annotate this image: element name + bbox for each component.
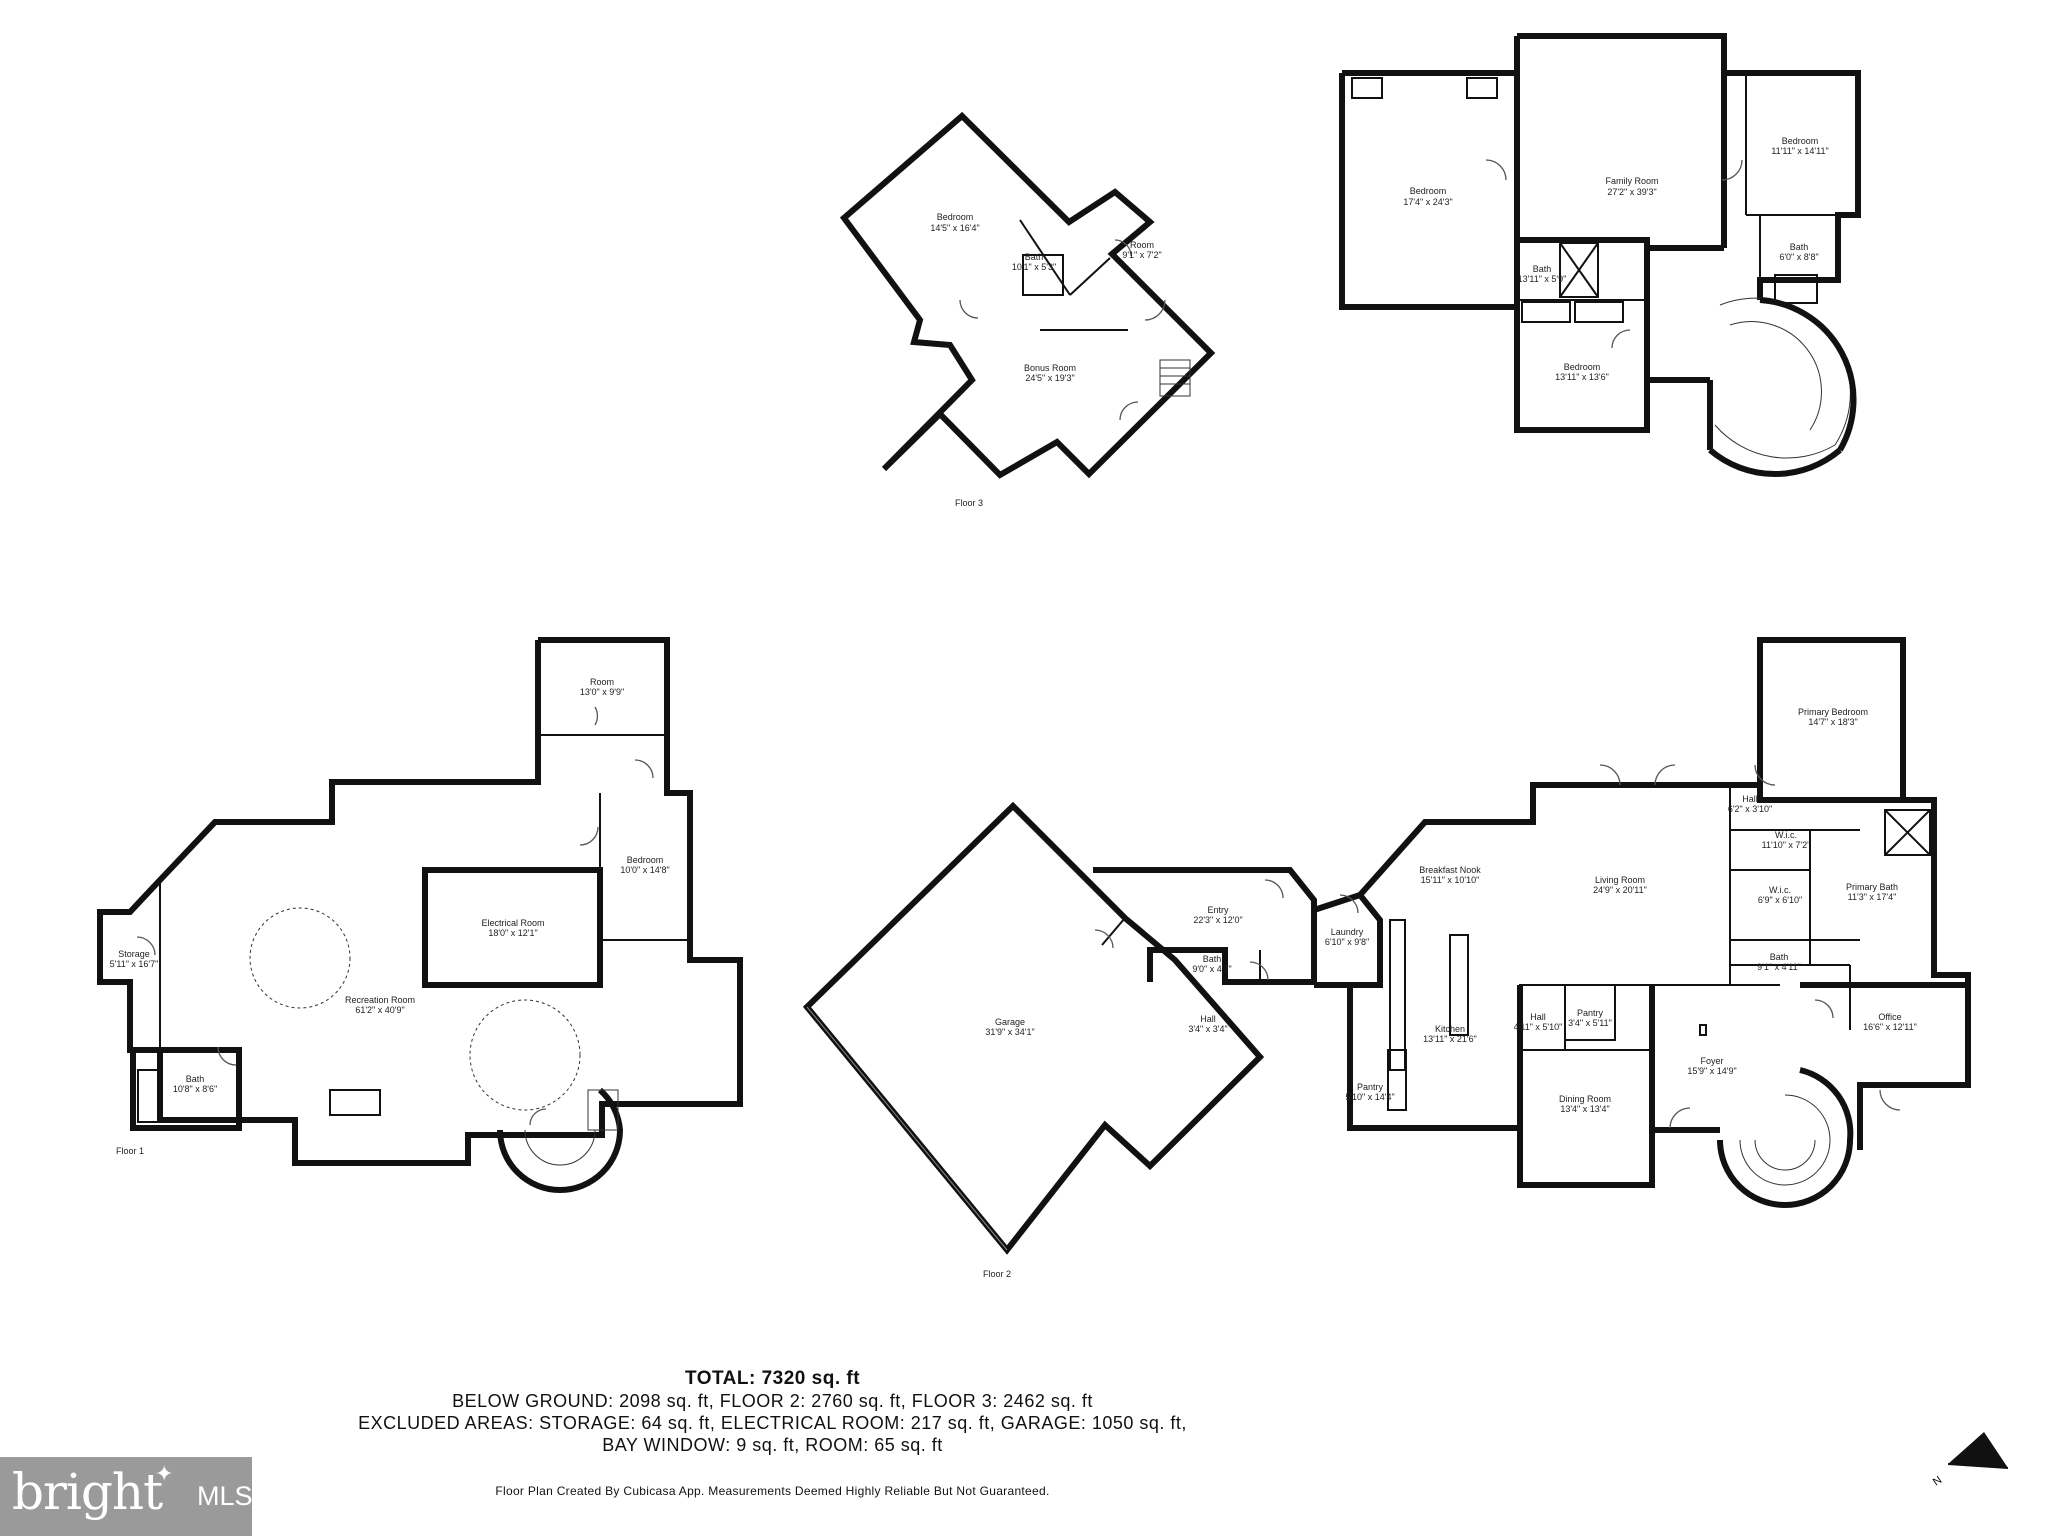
room-dim: 9'0" x 4'1": [1192, 964, 1231, 974]
room-dim: 11'11" x 14'11": [1771, 146, 1828, 156]
room-dim: 15'9" x 14'9": [1687, 1066, 1736, 1076]
room-name: Living Room: [1595, 875, 1645, 885]
room-dim: 4'11" x 5'10": [1514, 1022, 1563, 1032]
room-name: Bedroom: [1564, 362, 1601, 372]
room-name: Pantry: [1577, 1008, 1604, 1018]
room-dim: 15'11" x 10'10": [1421, 875, 1480, 885]
floor2: Garage 31'9" x 34'1" Entry 22'3" x 12'0"…: [802, 637, 1971, 1279]
bright-mls-logo: bright ✦ MLS: [0, 1457, 253, 1536]
room-dim: 13'0" x 9'9": [580, 687, 624, 697]
room-dim: 10'0" x 14'8": [620, 865, 669, 875]
room-name: Bath: [1770, 952, 1789, 962]
area-line: EXCLUDED AREAS: STORAGE: 64 sq. ft, ELEC…: [358, 1413, 1187, 1433]
room-name: Hall: [1742, 794, 1758, 804]
room-dim: 16'6" x 12'11": [1863, 1022, 1917, 1032]
credit-text: Floor Plan Created By Cubicasa App. Meas…: [495, 1484, 1050, 1498]
room-dim: 22'3" x 12'0": [1193, 915, 1242, 925]
room-name: Recreation Room: [345, 995, 415, 1005]
room-dim: 3'4" x 5'11": [1568, 1018, 1612, 1028]
floor3-left-wing: Bedroom 14'5" x 16'4" Bath 10'1" x 5'3" …: [839, 111, 1216, 508]
room-name: Pantry: [1357, 1082, 1384, 1092]
compass-letter: N: [1931, 1474, 1944, 1488]
total-area: TOTAL: 7320 sq. ft: [684, 1368, 861, 1389]
room-name: Breakfast Nook: [1419, 865, 1481, 875]
room-name: Office: [1878, 1012, 1901, 1022]
room-dim: 6'9" x 6'10": [1758, 895, 1802, 905]
floor3-right-wing: Bedroom 17'4" x 24'3" Family Room 27'2" …: [1339, 33, 1861, 477]
room-name: Laundry: [1331, 927, 1364, 937]
room-dim: 10'8" x 8'6": [173, 1084, 217, 1094]
logo-brand: bright: [12, 1463, 163, 1521]
room-name: W.i.c.: [1775, 830, 1797, 840]
room-dim: 31'9" x 34'1": [985, 1027, 1034, 1037]
room-dim: 27'2" x 39'3": [1607, 187, 1656, 197]
room-name: Room: [1130, 240, 1154, 250]
room-dim: 17'4" x 24'3": [1403, 197, 1452, 207]
room-name: Hall: [1530, 1012, 1546, 1022]
logo-suffix: MLS: [197, 1481, 253, 1511]
room-name: Bedroom: [1782, 136, 1819, 146]
room-dim: 10'1" x 5'3": [1012, 262, 1056, 272]
room-dim: 13'11" x 21'6": [1423, 1034, 1477, 1044]
room-name: Entry: [1207, 905, 1229, 915]
room-name: Primary Bedroom: [1798, 707, 1868, 717]
room-dim: 11'10" x 7'2": [1762, 840, 1811, 850]
floor-label: Floor 1: [116, 1146, 144, 1156]
room-dim: 18'0" x 12'1": [488, 928, 537, 938]
room-dim: 13'4" x 13'4": [1560, 1104, 1609, 1114]
room-dim: 6'10" x 9'8": [1325, 937, 1369, 947]
floor1: Room 13'0" x 9'9" Bedroom 10'0" x 14'8" …: [97, 637, 743, 1193]
room-name: Bedroom: [1410, 186, 1447, 196]
room-name: Primary Bath: [1846, 882, 1898, 892]
floor-label: Floor 3: [955, 498, 983, 508]
room-name: Bedroom: [627, 855, 664, 865]
room-name: Kitchen: [1435, 1024, 1465, 1034]
room-dim: 5'11" x 16'7": [110, 959, 159, 969]
room-name: Bath: [186, 1074, 205, 1084]
room-dim: 61'2" x 40'9": [355, 1005, 404, 1015]
compass-north-arrow-icon: N: [1931, 1432, 2009, 1488]
room-name: Electrical Room: [481, 918, 544, 928]
room-name: Bedroom: [937, 212, 974, 222]
room-dim: 24'9" x 20'11": [1593, 885, 1647, 895]
floor-label: Floor 2: [983, 1269, 1011, 1279]
room-dim: 9'1" x 7'2": [1122, 250, 1161, 260]
room-name: Dining Room: [1559, 1094, 1611, 1104]
room-dim: 5'10" x 14'4": [1345, 1092, 1394, 1102]
room-name: W.i.c.: [1769, 885, 1791, 895]
room-dim: 24'5" x 19'3": [1025, 373, 1074, 383]
logo-spark-icon: ✦: [155, 1461, 174, 1486]
room-name: Bath: [1533, 264, 1552, 274]
area-line: BAY WINDOW: 9 sq. ft, ROOM: 65 sq. ft: [602, 1435, 943, 1455]
room-name: Bath: [1203, 954, 1222, 964]
room-name: Bath: [1025, 252, 1044, 262]
room-name: Family Room: [1605, 176, 1658, 186]
room-dim: 13'11" x 13'6": [1555, 372, 1609, 382]
area-summary: TOTAL: 7320 sq. ft BELOW GROUND: 2098 sq…: [0, 1368, 1545, 1456]
room-dim: 9'1" x 4'11": [1757, 962, 1801, 972]
room-name: Garage: [995, 1017, 1025, 1027]
room-name: Bonus Room: [1024, 363, 1076, 373]
room-dim: 3'4" x 3'4": [1188, 1024, 1227, 1034]
room-dim: 14'5" x 16'4": [930, 223, 979, 233]
area-line: BELOW GROUND: 2098 sq. ft, FLOOR 2: 2760…: [452, 1391, 1093, 1411]
room-name: Hall: [1200, 1014, 1216, 1024]
room-name: Foyer: [1700, 1056, 1723, 1066]
room-name: Room: [590, 677, 614, 687]
room-dim: 13'11" x 5'9": [1518, 274, 1567, 284]
room-dim: 11'3" x 17'4": [1848, 892, 1897, 902]
room-name: Storage: [118, 949, 150, 959]
room-name: Bath: [1790, 242, 1809, 252]
room-dim: 14'7" x 18'3": [1808, 717, 1857, 727]
room-dim: 6'2" x 3'10": [1728, 804, 1772, 814]
room-dim: 6'0" x 8'8": [1779, 252, 1818, 262]
